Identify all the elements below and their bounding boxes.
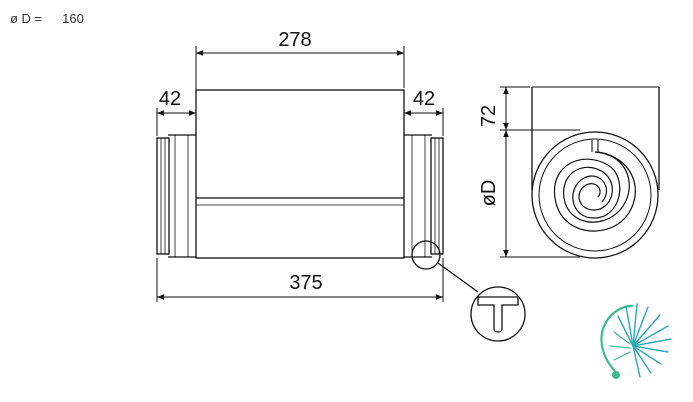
terminal-box	[531, 87, 660, 190]
t-profile-detail	[470, 286, 526, 342]
left-collar	[156, 134, 196, 258]
dimension-lines	[156, 46, 580, 302]
dim-top-width: 278	[278, 29, 311, 51]
heater-body	[195, 89, 405, 259]
diameter-spec-label: ø D =	[10, 11, 43, 26]
brand-logo	[600, 303, 672, 379]
dim-diameter: øD	[478, 180, 500, 207]
side-view	[156, 89, 479, 293]
duct-inner-circle	[538, 138, 652, 252]
dim-box-height: 72	[478, 105, 500, 127]
diameter-spec: ø D = 160	[10, 11, 84, 26]
dim-overall-length: 375	[289, 272, 322, 294]
dim-right-collar: 42	[413, 88, 435, 110]
duct-outer-circle	[531, 131, 659, 259]
diameter-spec-value: 160	[62, 11, 84, 26]
end-view	[531, 86, 660, 259]
dim-left-collar: 42	[159, 88, 181, 110]
right-collar	[404, 134, 444, 258]
detail-marker	[411, 240, 441, 270]
heating-coil	[563, 151, 630, 223]
